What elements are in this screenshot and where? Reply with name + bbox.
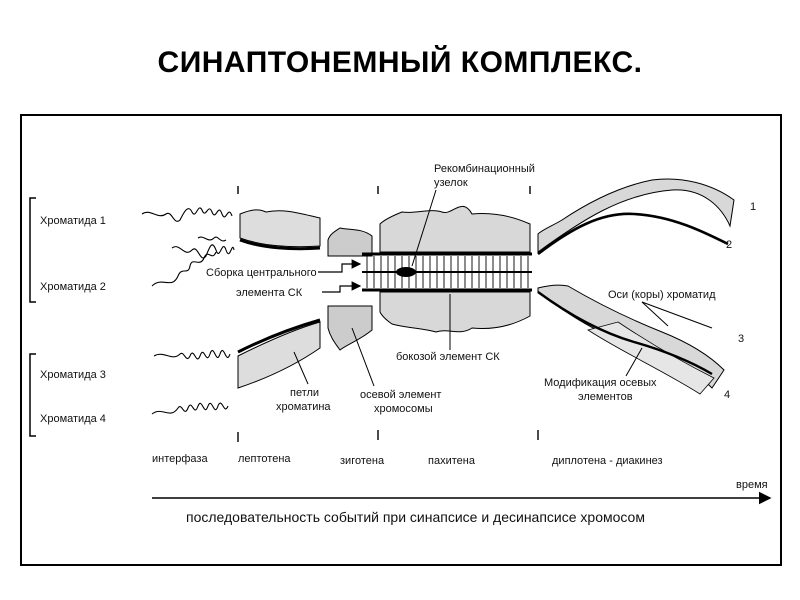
central-element-ladder bbox=[366, 256, 529, 288]
stage-interphase: интерфаза bbox=[152, 453, 208, 465]
loops-label-1: петли bbox=[290, 387, 319, 399]
recomb-label-1: Рекомбинационный bbox=[434, 163, 535, 175]
interphase-chromatin-bottom bbox=[151, 350, 231, 415]
stage-dividers bbox=[237, 186, 539, 442]
modif-pointer bbox=[625, 347, 643, 377]
diplotene-band-top bbox=[537, 178, 735, 253]
lateral-label: бокозой элемент СК bbox=[396, 351, 500, 363]
stage-pachytene: пахитена bbox=[428, 455, 476, 467]
number-1: 1 bbox=[750, 201, 756, 213]
recomb-label-2: узелок bbox=[434, 177, 468, 189]
modif-label-2: элементов bbox=[578, 391, 633, 403]
modif-label-1: Модификация осевых bbox=[544, 377, 657, 389]
sequence-caption: последовательность событий при синапсисе… bbox=[186, 509, 645, 525]
stage-diplotene: диплотена - диакинез bbox=[552, 455, 663, 467]
chromatid-2-label: Хроматида 2 bbox=[40, 281, 106, 293]
bracket-top bbox=[29, 197, 36, 303]
zygotene-band-bottom bbox=[327, 305, 373, 351]
loops-pointer bbox=[293, 351, 309, 385]
leptotene-band-top bbox=[239, 209, 321, 248]
synaptonemal-complex-diagram: Хроматида 1 Хроматида 2 Хроматида 3 Хром… bbox=[29, 163, 772, 525]
zygotene-band-top bbox=[327, 227, 373, 257]
axes-pointer-1 bbox=[641, 301, 669, 327]
time-label: время bbox=[736, 479, 768, 491]
axes-label: Оси (коры) хроматид bbox=[608, 289, 716, 301]
central-label-2: элемента СК bbox=[236, 287, 303, 299]
number-3: 3 bbox=[738, 333, 744, 345]
chromatid-1-label: Хроматида 1 bbox=[40, 215, 106, 227]
recombination-nodule bbox=[396, 267, 416, 277]
pachytene-loops-top bbox=[379, 206, 531, 253]
stage-leptotene: лептотена bbox=[238, 453, 291, 465]
stage-zygotene: зиготена bbox=[340, 455, 385, 467]
axial-label-1: осевой элемент bbox=[360, 389, 441, 401]
bracket-bottom bbox=[29, 353, 36, 437]
loops-label-2: хроматина bbox=[276, 401, 331, 413]
central-arrow-2 bbox=[322, 281, 362, 293]
chromatid-3-label: Хроматида 3 bbox=[40, 369, 106, 381]
diplotene-band-4 bbox=[587, 321, 715, 395]
pachytene-lateral-elements bbox=[362, 252, 532, 292]
interphase-chromatin-top bbox=[141, 207, 235, 287]
axial-pointer bbox=[351, 327, 375, 387]
recomb-pointer bbox=[411, 189, 437, 267]
axial-label-2: хромосомы bbox=[374, 403, 433, 415]
number-4: 4 bbox=[724, 389, 730, 401]
central-label-1: Сборка центрального bbox=[206, 267, 317, 279]
number-2: 2 bbox=[726, 239, 732, 251]
page-title: СИНАПТОНЕМНЫЙ КОМПЛЕКС. bbox=[157, 46, 643, 79]
leptotene-band-bottom bbox=[237, 321, 321, 389]
pachytene-loops-bottom bbox=[379, 291, 531, 333]
diagram-frame: Хроматида 1 Хроматида 2 Хроматида 3 Хром… bbox=[20, 114, 782, 566]
central-arrow-1 bbox=[318, 259, 362, 273]
chromatid-4-label: Хроматида 4 bbox=[40, 413, 106, 425]
axes-pointer-2 bbox=[641, 301, 713, 329]
